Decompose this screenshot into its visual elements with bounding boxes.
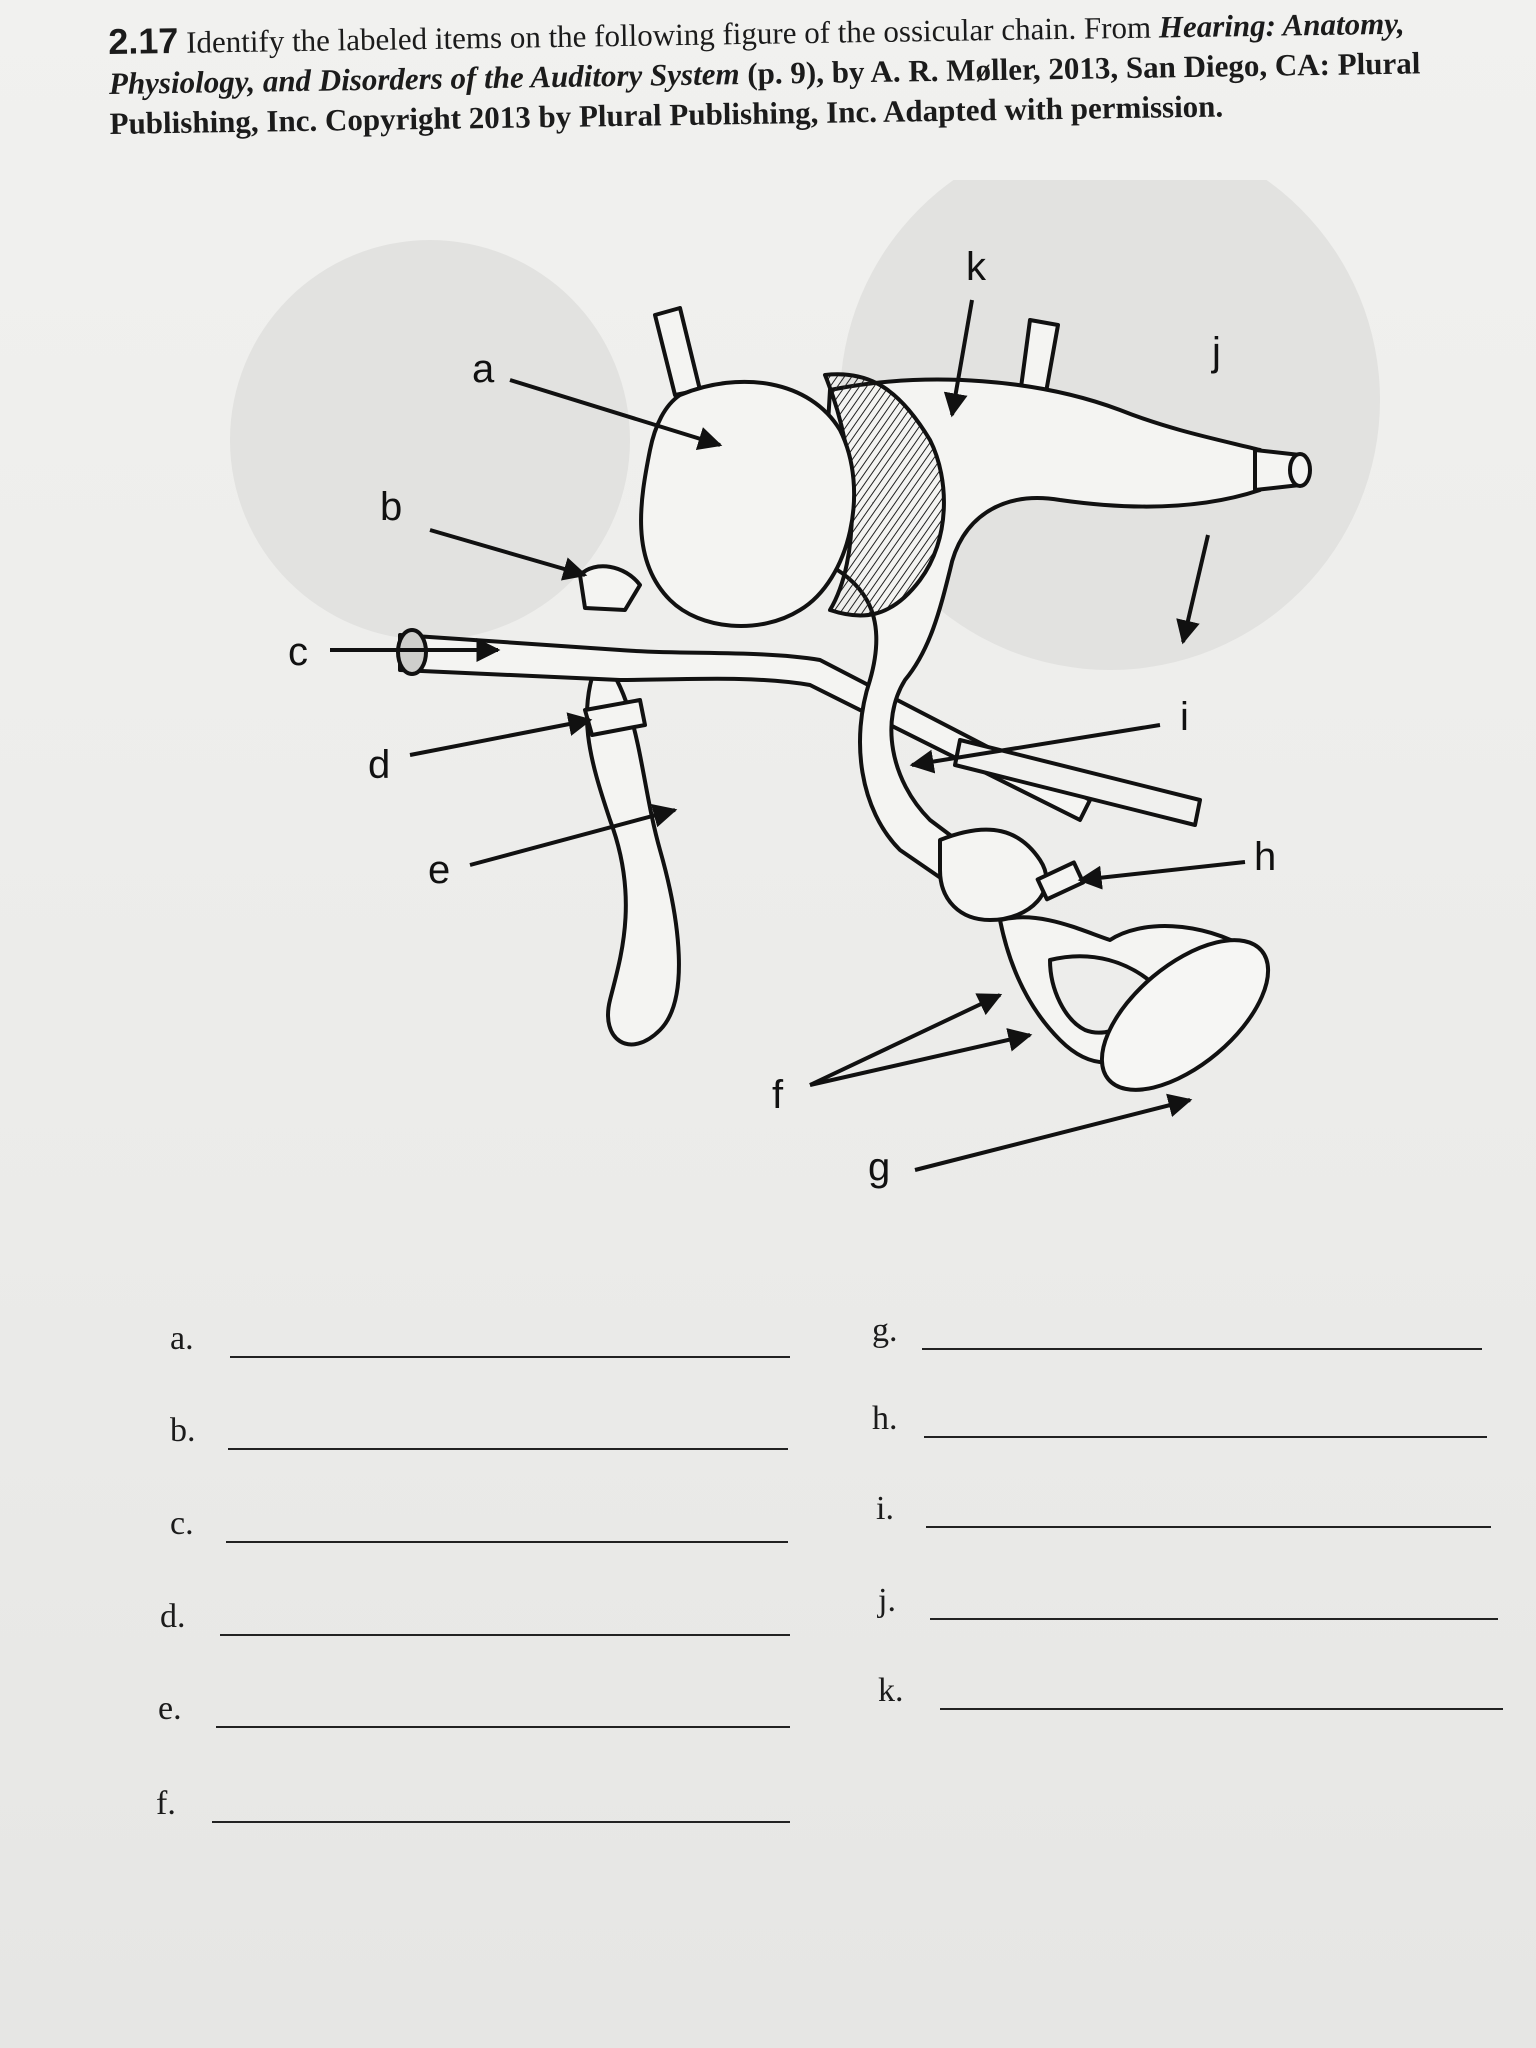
answer-blank-b[interactable] [228, 1448, 788, 1450]
answer-blank-g[interactable] [922, 1348, 1482, 1350]
answer-blank-a[interactable] [230, 1356, 790, 1358]
arrow-g [914, 1093, 1193, 1172]
background-circle-left [230, 240, 630, 640]
background-circle-right [840, 130, 1380, 670]
ossicular-chain-figure: a b c d e f g h i j k [0, 130, 1536, 1240]
answer-letter-h: h. [872, 1400, 898, 1437]
answer-row-g: g. [872, 1312, 1482, 1352]
arrow-i [909, 723, 1161, 774]
question-text: 2.17 Identify the labeled items on the f… [108, 0, 1510, 144]
answer-blank-e[interactable] [216, 1726, 790, 1728]
figure-label-a: a [472, 347, 495, 391]
answer-letter-j: j. [878, 1582, 896, 1619]
arrow-b [429, 528, 588, 581]
figure-label-e: e [428, 848, 450, 892]
answer-row-a: a. [170, 1320, 790, 1360]
figure-label-k: k [966, 245, 987, 289]
answer-blank-i[interactable] [926, 1526, 1491, 1528]
arrow-f-2 [809, 1028, 1033, 1087]
arrow-j [1176, 534, 1210, 645]
answer-section: a. b. c. d. e. f. g. h. [0, 1300, 1536, 1860]
answer-letter-e: e. [158, 1690, 182, 1727]
figure-label-f: f [772, 1073, 784, 1117]
answer-letter-f: f. [156, 1785, 176, 1822]
answer-row-f: f. [156, 1785, 790, 1825]
answer-row-d: d. [160, 1598, 790, 1638]
answer-row-i: i. [876, 1490, 1491, 1530]
answer-letter-d: d. [160, 1598, 186, 1635]
arrow-e [469, 804, 678, 867]
answer-row-e: e. [158, 1690, 790, 1730]
answer-blank-h[interactable] [924, 1436, 1487, 1438]
figure-label-d: d [368, 743, 390, 787]
answer-letter-c: c. [170, 1505, 194, 1542]
figure-label-b: b [380, 485, 402, 529]
figure-label-i: i [1180, 695, 1189, 739]
figure-label-j: j [1211, 330, 1221, 374]
question-number: 2.17 [107, 19, 179, 62]
answer-letter-b: b. [170, 1412, 196, 1449]
arrow-a [509, 378, 723, 451]
answer-blank-d[interactable] [220, 1634, 790, 1636]
answer-letter-k: k. [878, 1672, 904, 1709]
arrow-h [1077, 860, 1246, 890]
answer-letter-g: g. [872, 1312, 898, 1349]
arrow-d [409, 712, 593, 757]
answer-blank-c[interactable] [226, 1541, 788, 1543]
arrow-k [943, 299, 974, 418]
figure-label-c: c [288, 630, 308, 674]
answer-letter-a: a. [170, 1320, 194, 1357]
answer-row-c: c. [170, 1505, 790, 1545]
figure-label-h: h [1254, 835, 1276, 879]
answer-row-h: h. [872, 1400, 1487, 1440]
answer-blank-k[interactable] [940, 1708, 1503, 1710]
answer-letter-i: i. [876, 1490, 894, 1527]
answer-row-j: j. [878, 1582, 1498, 1622]
answer-blank-j[interactable] [930, 1618, 1498, 1620]
ossicle-drawing [396, 306, 1312, 1092]
answer-row-b: b. [170, 1412, 790, 1452]
answer-row-k: k. [878, 1672, 1503, 1712]
arrow-f-1 [809, 993, 1003, 1087]
figure-label-g: g [868, 1145, 890, 1189]
answer-blank-f[interactable] [212, 1821, 790, 1823]
